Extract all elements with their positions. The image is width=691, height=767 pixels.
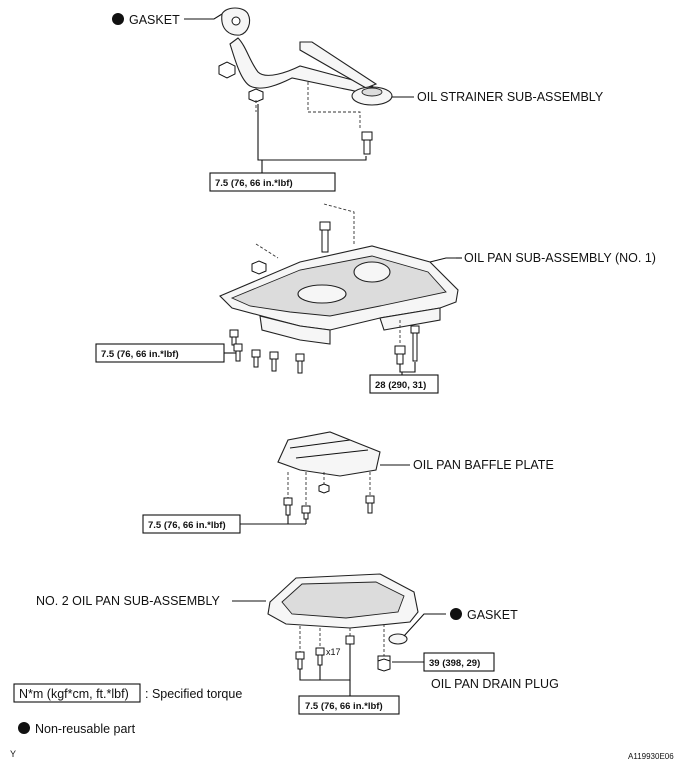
pan1-right-bolts [394,325,420,365]
baffle-plate-group: OIL PAN BAFFLE PLATE 7.5 (76, 66 in.*lbf… [142,431,554,534]
torque-box-strainer [209,172,336,192]
pan1-nut [251,260,267,275]
figure-id: A119930E06 [628,752,674,761]
baffle-plate-label: OIL PAN BAFFLE PLATE [413,458,554,472]
strainer-nut-2 [248,88,264,103]
footer-left-mark: Y [10,749,16,759]
torque-box-pan1-left [95,343,225,363]
non-reusable-bullet-icon [112,13,124,25]
no2-oil-pan-label: NO. 2 OIL PAN SUB-ASSEMBLY [36,594,221,608]
non-reusable-bullet-icon-2 [450,608,462,620]
drain-plug [377,655,391,672]
torque-pan1-left: 7.5 (76, 66 in.*lbf) [101,349,179,360]
strainer-nut [218,61,236,79]
oil-pan-no1-group: OIL PAN SUB-ASSEMBLY (NO. 1) 7.5 (76, 66… [95,203,656,394]
gasket-bottom-label: GASKET [467,608,518,622]
oil-pan-no1-label: OIL PAN SUB-ASSEMBLY (NO. 1) [464,251,656,265]
torque-pan2: 7.5 (76, 66 in.*lbf) [305,701,383,712]
oil-pan-no2-group: NO. 2 OIL PAN SUB-ASSEMBLY x17 GASKET 39… [36,573,559,715]
pan1-top-bolt [319,221,331,253]
torque-strainer: 7.5 (76, 66 in.*lbf) [215,178,293,189]
gasket-top-label: GASKET [129,13,180,27]
legend-torque-key: N*m (kgf*cm, ft.*lbf) [19,687,129,701]
torque-box-baffle [142,514,241,534]
torque-pan1-right: 28 (290, 31) [375,380,426,391]
legend-nonreusable: Non-reusable part [35,722,136,736]
legend-torque-desc: : Specified torque [145,687,242,701]
qty-label: x17 [326,647,341,657]
non-reusable-legend-icon [18,722,30,734]
torque-box-drain-plug [423,652,495,672]
drain-plug-label: OIL PAN DRAIN PLUG [431,677,559,691]
drain-plug-gasket [388,633,408,645]
legend: N*m (kgf*cm, ft.*lbf) : Specified torque… [13,683,242,736]
oil-strainer-group: GASKET OIL STRAINER SUB-ASSEMBLY 7.5 (76… [112,7,604,192]
oil-strainer-label: OIL STRAINER SUB-ASSEMBLY [417,90,604,104]
torque-baffle: 7.5 (76, 66 in.*lbf) [148,520,226,531]
torque-drain-plug: 39 (398, 29) [429,658,480,669]
strainer-bolt [361,131,373,155]
legend-torque-box [13,683,141,703]
torque-box-pan2 [298,695,400,715]
pan1-left-bolts [229,329,305,374]
torque-box-pan1-right [369,374,439,394]
